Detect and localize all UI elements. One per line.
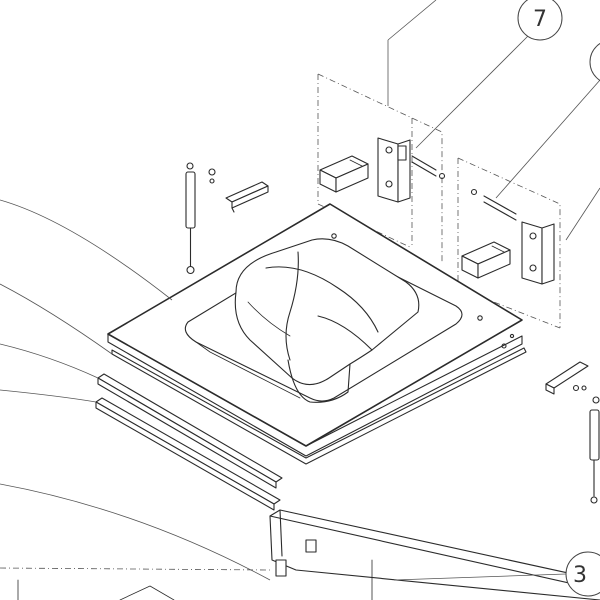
- part-edge-lower: [119, 585, 175, 600]
- callout-balloon-3: 3: [565, 551, 600, 597]
- seal-strip-1: [97, 373, 283, 489]
- callout-right-leaders: [495, 79, 600, 241]
- hinge-explode-frame-left: [317, 73, 443, 262]
- gas-spring-left: [185, 162, 216, 275]
- callout-label-7: 7: [533, 7, 547, 32]
- seal-strip-2: [95, 397, 281, 511]
- projection-line-lower: [0, 567, 271, 571]
- hinge-plate-left: [319, 155, 369, 193]
- callout-balloon-7: 7: [517, 0, 563, 41]
- callout-3-leader: [393, 573, 567, 581]
- lid-dome: [234, 238, 420, 403]
- hinge-leaf-left: [377, 137, 411, 203]
- hinge-plate-right: [461, 241, 511, 279]
- callout-7-leaders: [387, 0, 535, 149]
- callout-label-3: 3: [573, 563, 587, 588]
- hinge-pin-right: [470, 188, 517, 221]
- hinge-pin-left: [411, 155, 446, 180]
- hinge-leaf-right: [521, 221, 555, 285]
- gas-spring-right: [589, 396, 600, 504]
- callout-balloon-partial-right: [589, 42, 600, 82]
- leader-lines-left: [0, 199, 271, 581]
- lower-rail: [269, 509, 600, 600]
- mounting-bracket-upper: [225, 181, 269, 213]
- mounting-bracket-right: [545, 361, 589, 395]
